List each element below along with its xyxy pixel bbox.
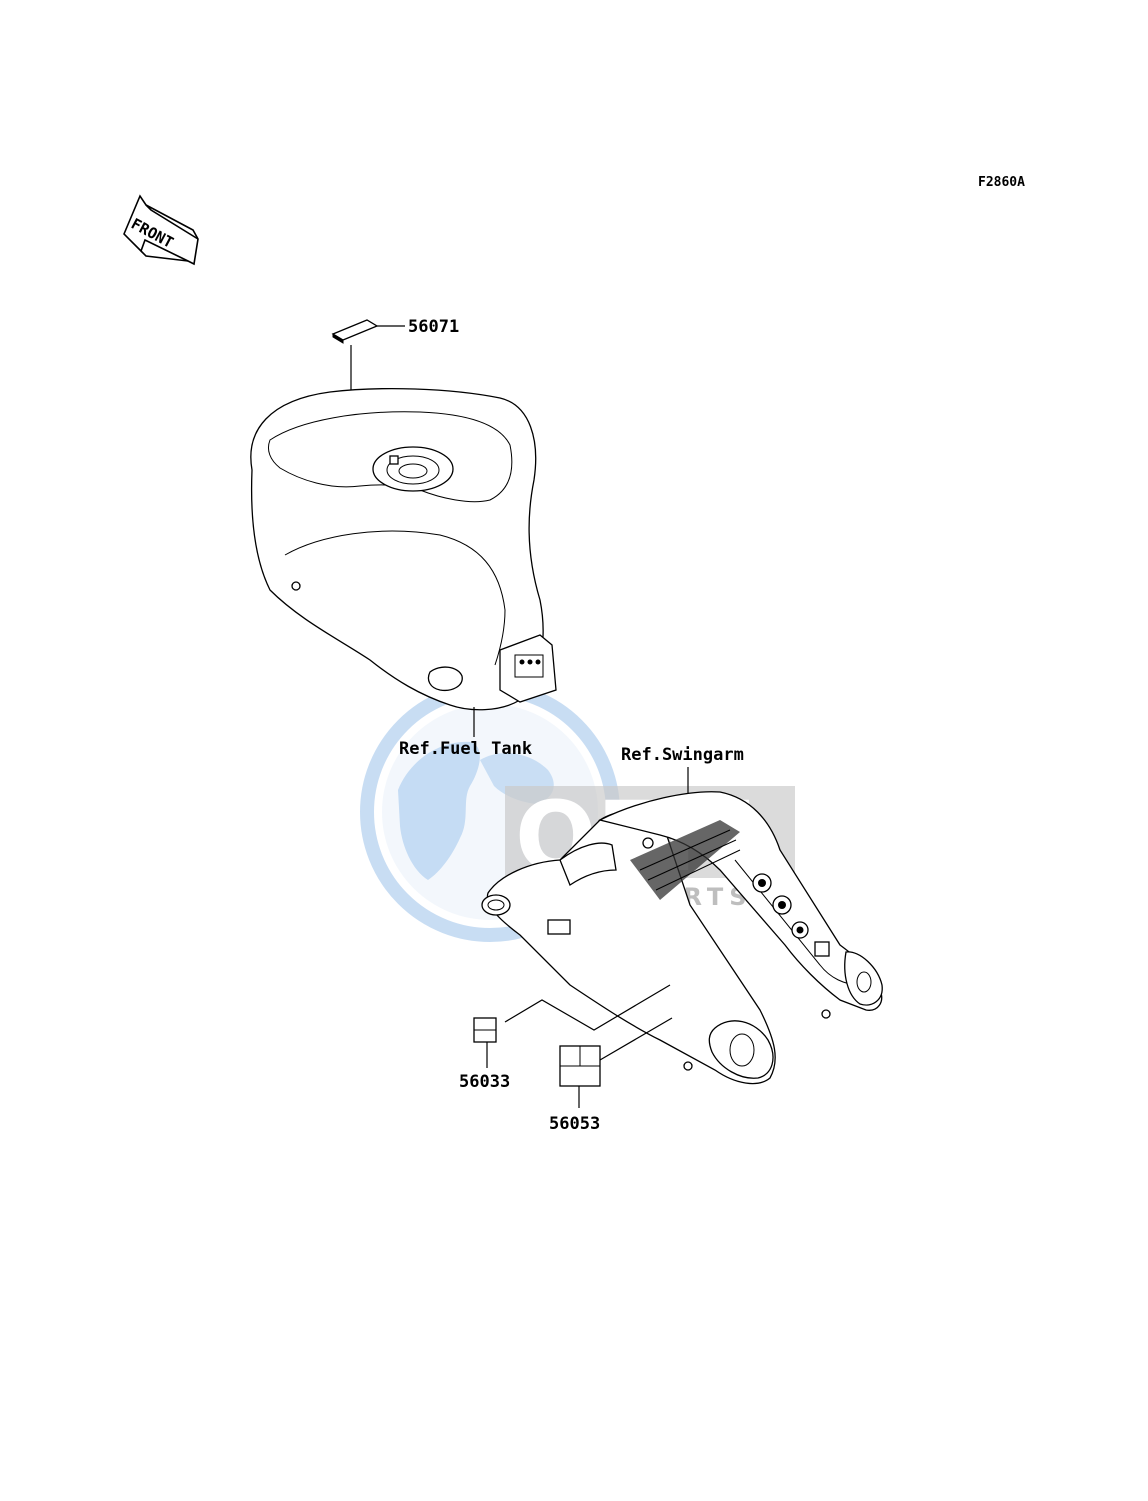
ref-swingarm: Ref.Swingarm [621, 745, 744, 765]
swingarm [481, 791, 883, 1085]
part-label-56053: 56053 [549, 1114, 600, 1134]
label-56033-icon [473, 1017, 497, 1043]
part-label-56033: 56033 [459, 1072, 510, 1092]
ref-fuel-tank: Ref.Fuel Tank [399, 739, 532, 759]
part-label-56071: 56071 [408, 317, 459, 337]
label-56071-icon [331, 319, 379, 344]
front-arrow-icon: FRONT [123, 194, 199, 266]
label-56053-icon [559, 1045, 601, 1087]
figure-code: F2860A [978, 175, 1025, 190]
swingarm-mesh [630, 820, 741, 900]
fuel-tank [250, 387, 557, 711]
